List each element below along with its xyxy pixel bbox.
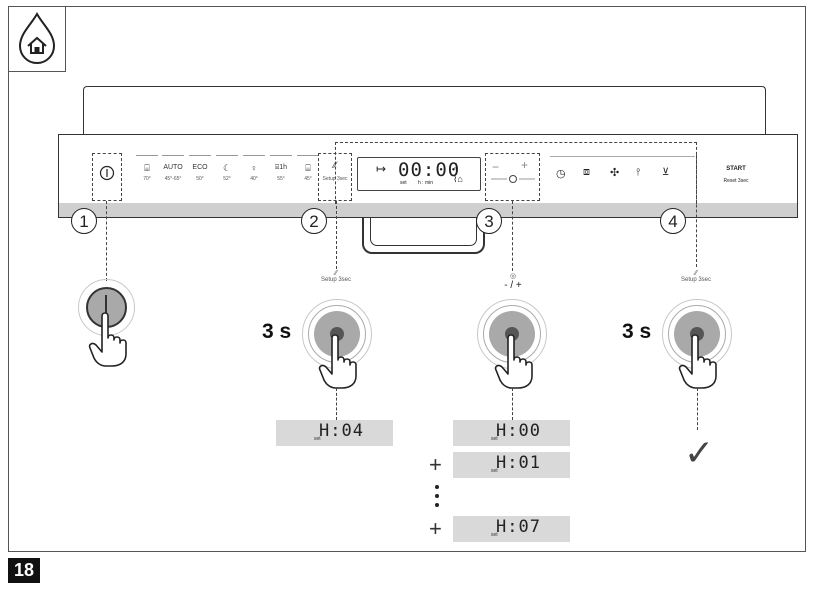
lcd-readout: H:01 set bbox=[453, 452, 570, 478]
connector-1 bbox=[106, 201, 107, 281]
setup-button[interactable]: ⁄⁄ Setup 3sec bbox=[320, 160, 350, 182]
lcd-set-label: set bbox=[491, 468, 498, 474]
connector-3-lower bbox=[512, 388, 513, 420]
connector-2-lower bbox=[336, 388, 337, 420]
plus-button[interactable]: + bbox=[521, 158, 529, 172]
hand-pointer-icon bbox=[88, 312, 127, 367]
options-divider bbox=[550, 156, 695, 157]
rinse-aid-indicator-icon: ⸸ bbox=[454, 162, 459, 172]
setup-small-icon: ⁄⁄ bbox=[334, 270, 338, 277]
lcd-value: H:07 bbox=[496, 517, 541, 537]
lcd-readout: H:04 set bbox=[276, 420, 393, 446]
lcd-readout: H:07 set bbox=[453, 516, 570, 542]
power-icon[interactable] bbox=[99, 165, 115, 181]
lcd-value: H:00 bbox=[496, 421, 541, 441]
ellipsis-dot bbox=[435, 485, 439, 489]
page-number: 18 bbox=[8, 558, 40, 583]
ellipsis-dot bbox=[435, 494, 439, 498]
salt-indicator-icon: ⌇⌂ bbox=[453, 174, 463, 184]
step-number-3: 3 bbox=[476, 208, 502, 234]
display-set-label: set bbox=[400, 180, 407, 186]
appliance-top bbox=[83, 86, 766, 136]
start-label: START bbox=[726, 166, 746, 172]
control-panel-base bbox=[58, 203, 798, 218]
lcd-value: H:04 bbox=[319, 421, 364, 441]
program-button-eco[interactable]: ECO 50° bbox=[187, 155, 213, 184]
power-zone bbox=[92, 153, 122, 201]
hand-pointer-icon bbox=[494, 334, 533, 389]
lcd-set-label: set bbox=[491, 532, 498, 538]
program-temp: 55° bbox=[277, 176, 285, 182]
eco-icon: ECO bbox=[192, 164, 208, 171]
hand-pointer-icon bbox=[678, 334, 717, 389]
lcd-value: H:01 bbox=[496, 453, 541, 473]
program-button-one-hour[interactable]: ⌸1h 55° bbox=[268, 155, 294, 184]
setup-icon: ⁄⁄ bbox=[333, 160, 337, 170]
ellipsis-dot bbox=[435, 503, 439, 507]
reset-label: Reset 3sec bbox=[723, 178, 749, 184]
press-duration-left: 3 s bbox=[262, 320, 292, 343]
hand-pointer-icon bbox=[318, 334, 357, 389]
setup-small-icon: ⁄⁄ bbox=[694, 270, 698, 277]
program-button-auto[interactable]: AUTO 45°-65° bbox=[160, 155, 186, 184]
program-temp: 50° bbox=[196, 176, 204, 182]
program-temp: 45°-65° bbox=[164, 176, 182, 182]
program-temp: 52° bbox=[223, 176, 231, 182]
step-number-4: 4 bbox=[660, 208, 686, 234]
setup-button-label: Setup 3sec bbox=[322, 176, 348, 182]
connector-2 bbox=[336, 201, 337, 269]
timer-icon[interactable]: ◷ bbox=[556, 168, 566, 180]
minus-plus-zone bbox=[485, 153, 540, 201]
press-duration-right: 3 s bbox=[622, 320, 652, 343]
setup-zone bbox=[318, 153, 352, 201]
display-time: 00:00 bbox=[398, 159, 461, 181]
lcd-set-label: set bbox=[314, 436, 321, 442]
glass-icon: ♀ bbox=[250, 163, 258, 173]
home-water-drop-icon bbox=[18, 12, 56, 64]
delay-arrow-icon: ↦ bbox=[376, 162, 387, 176]
pots-icon: ⌸ bbox=[144, 163, 150, 173]
step-number-1: 1 bbox=[71, 208, 97, 234]
selector-small-icon: ◎ bbox=[509, 273, 517, 280]
setup-label-step-2: ⁄⁄ Setup 3sec bbox=[306, 270, 366, 283]
lcd-set-label: set bbox=[491, 436, 498, 442]
corner-box bbox=[8, 6, 66, 72]
extra-dry-icon[interactable]: ⫯ bbox=[636, 167, 641, 178]
connector-4-lower bbox=[697, 388, 698, 430]
checkmark-icon: ✓ bbox=[684, 432, 715, 473]
panel-display: ↦ 00:00 set h : min ⸸ ⌇⌂ bbox=[357, 157, 481, 191]
moon-icon: ☾ bbox=[222, 163, 232, 173]
rinse-icon: ⌸ bbox=[305, 163, 311, 173]
connector-4 bbox=[696, 155, 697, 267]
minus-plus-label: ◎ - / + bbox=[490, 272, 536, 291]
lcd-readout: H:00 set bbox=[453, 420, 570, 446]
setup-label-step-4: ⁄⁄ Setup 3sec bbox=[666, 270, 726, 283]
connector-3 bbox=[512, 201, 513, 271]
door-handle-inner bbox=[370, 218, 477, 246]
display-unit-label: h : min bbox=[418, 180, 434, 186]
program-temp: 45° bbox=[304, 176, 312, 182]
auto-icon: AUTO bbox=[163, 164, 183, 171]
extra-hygiene-icon[interactable]: ✣ bbox=[610, 167, 620, 179]
increment-plus: + bbox=[429, 452, 442, 477]
minus-button[interactable]: − bbox=[492, 160, 500, 174]
power-knob-mark bbox=[105, 295, 107, 319]
rinse-aid-icon[interactable]: ⊻ bbox=[662, 167, 670, 178]
program-temp: 70° bbox=[143, 176, 151, 182]
program-button-pots[interactable]: ⌸ 70° bbox=[134, 155, 160, 184]
program-button-rinse[interactable]: ⌸ 45° bbox=[295, 155, 321, 184]
program-temp: 40° bbox=[250, 176, 258, 182]
start-button[interactable]: START Reset 3sec bbox=[716, 166, 756, 184]
door-handle bbox=[362, 218, 485, 254]
program-button-glass[interactable]: ♀ 40° bbox=[241, 155, 267, 184]
program-button-night[interactable]: ☾ 52° bbox=[214, 155, 240, 184]
selector-icon bbox=[491, 175, 535, 183]
figure-frame bbox=[8, 6, 806, 552]
one-hour-icon: ⌸1h bbox=[275, 164, 287, 171]
increment-plus: + bbox=[429, 516, 442, 541]
half-load-icon[interactable]: ⧈ bbox=[583, 166, 590, 178]
step-number-2: 2 bbox=[301, 208, 327, 234]
